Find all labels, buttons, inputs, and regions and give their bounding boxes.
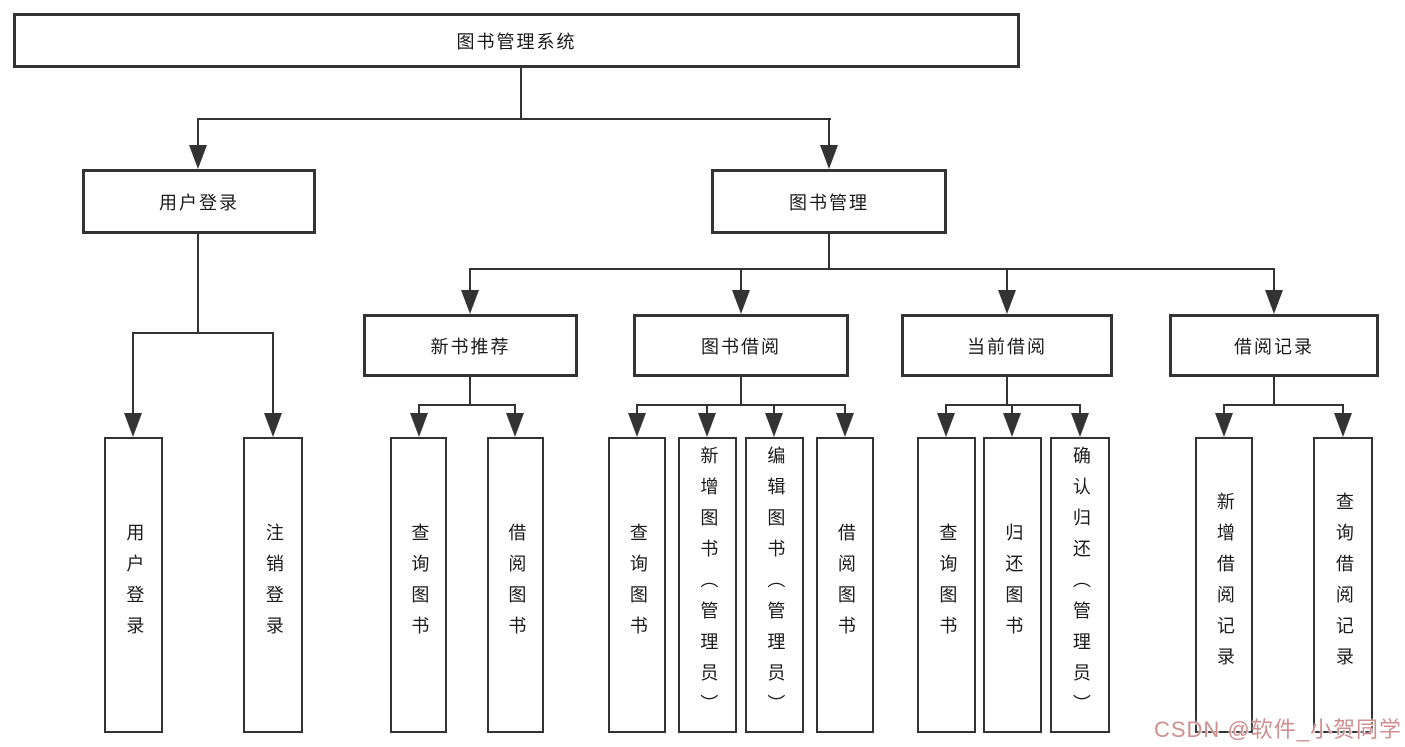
node-add-borrow-record-label: 新增借阅记录 [1214, 492, 1235, 678]
connector-line [132, 332, 134, 420]
node-new-book-recommendation-label: 新书推荐 [430, 336, 511, 357]
node-query-books-rec-label: 查询图书 [409, 523, 430, 647]
node-user-login: 用户登录 [82, 169, 316, 234]
node-return-books-label: 归还图书 [1003, 523, 1024, 647]
connector-line [132, 332, 274, 334]
node-book-borrowing-label: 图书借阅 [701, 336, 781, 357]
connector-line [520, 68, 522, 120]
arrow-down-icon [506, 413, 524, 437]
node-borrow-books-rec: 借阅图书 [487, 437, 544, 733]
node-query-books-borrow-label: 查询图书 [627, 523, 648, 647]
node-confirm-return-admin: 确认归还（管理员） [1050, 437, 1110, 733]
node-current-borrowing-label: 当前借阅 [967, 336, 1047, 357]
connector-line [469, 377, 471, 406]
connector-line [740, 377, 742, 406]
arrow-down-icon [765, 413, 783, 437]
node-logout: 注销登录 [243, 437, 303, 733]
node-user-login-action: 用户登录 [104, 437, 163, 733]
node-query-books-borrow: 查询图书 [608, 437, 666, 733]
node-borrowing-records: 借阅记录 [1169, 314, 1379, 377]
node-book-management: 图书管理 [711, 169, 947, 234]
node-user-login-action-label: 用户登录 [124, 523, 145, 647]
node-borrow-books-action-label: 借阅图书 [835, 523, 856, 647]
node-current-borrowing: 当前借阅 [901, 314, 1113, 377]
arrow-down-icon [264, 413, 282, 437]
node-confirm-return-admin-label: 确认归还（管理员） [1070, 445, 1091, 725]
connector-line [197, 234, 199, 334]
arrow-down-icon [124, 413, 142, 437]
node-query-books-current-label: 查询图书 [937, 523, 958, 647]
node-library-system-label: 图书管理系统 [456, 31, 577, 52]
node-query-books-rec: 查询图书 [390, 437, 447, 733]
node-new-book-recommendation: 新书推荐 [363, 314, 578, 377]
watermark: CSDN @软件_小贺同学 [1153, 717, 1402, 742]
arrow-down-icon [836, 413, 854, 437]
connector-line [197, 118, 831, 120]
node-borrow-books-action: 借阅图书 [816, 437, 874, 733]
node-book-management-label: 图书管理 [789, 192, 869, 213]
connector-line [1006, 377, 1008, 406]
connector-line [418, 404, 516, 406]
arrow-down-icon [461, 290, 479, 314]
node-add-borrow-record: 新增借阅记录 [1195, 437, 1253, 733]
node-edit-books-admin-label: 编辑图书（管理员） [765, 445, 786, 725]
node-query-borrow-record: 查询借阅记录 [1313, 437, 1373, 733]
node-book-borrowing: 图书借阅 [633, 314, 849, 377]
connector-line [828, 118, 830, 152]
arrow-down-icon [1215, 413, 1233, 437]
connector-line [1223, 404, 1344, 406]
arrow-down-icon [410, 413, 428, 437]
connector-line [945, 404, 1081, 406]
node-edit-books-admin: 编辑图书（管理员） [745, 437, 804, 733]
connector-line [197, 118, 199, 152]
arrow-down-icon [698, 413, 716, 437]
arrow-down-icon [998, 290, 1016, 314]
connector-line [828, 234, 830, 270]
node-return-books: 归还图书 [983, 437, 1042, 733]
node-logout-label: 注销登录 [263, 523, 284, 647]
arrow-down-icon [820, 145, 838, 169]
node-borrow-books-rec-label: 借阅图书 [506, 523, 527, 647]
node-query-books-current: 查询图书 [917, 437, 976, 733]
connector-line [1273, 377, 1275, 406]
connector-line [740, 268, 742, 296]
connector-line [469, 268, 471, 296]
arrow-down-icon [1334, 413, 1352, 437]
connector-line [272, 332, 274, 420]
arrow-down-icon [1265, 290, 1283, 314]
arrow-down-icon [1003, 413, 1021, 437]
node-add-books-admin: 新增图书（管理员） [678, 437, 737, 733]
arrow-down-icon [189, 145, 207, 169]
arrow-down-icon [628, 413, 646, 437]
node-user-login-label: 用户登录 [159, 192, 239, 213]
node-borrowing-records-label: 借阅记录 [1234, 336, 1314, 357]
node-library-system: 图书管理系统 [13, 13, 1020, 68]
connector-line [1273, 268, 1275, 296]
arrow-down-icon [732, 290, 750, 314]
connector-line [469, 268, 1275, 270]
node-query-borrow-record-label: 查询借阅记录 [1333, 492, 1354, 678]
node-add-books-admin-label: 新增图书（管理员） [698, 445, 719, 725]
connector-line [636, 404, 846, 406]
arrow-down-icon [1071, 413, 1089, 437]
connector-line [1006, 268, 1008, 296]
arrow-down-icon [937, 413, 955, 437]
